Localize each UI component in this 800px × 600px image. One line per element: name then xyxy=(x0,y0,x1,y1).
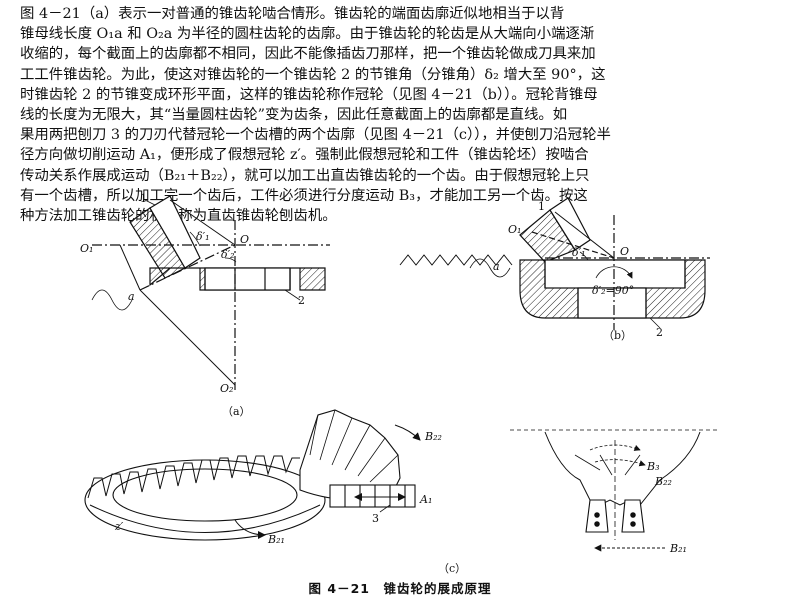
text-line: 图 4－21（a）表示一对普通的锥齿轮啮合情形。锥齿轮的端面齿廓近似地相当于以背 xyxy=(20,6,565,22)
label-2: 2 xyxy=(298,294,305,307)
label-B22: B₂₂ xyxy=(424,430,442,443)
text-line: 收缩的，每个截面上的齿廓都不相同，因此不能像插齿刀那样，把一个锥齿轮做成刀具来加 xyxy=(20,46,596,63)
text-line: 锥母线长度 O₁a 和 O₂a 为半径的圆柱齿轮的齿廓。由于锥齿轮的轮齿是从大端… xyxy=(20,26,595,43)
label-O: O xyxy=(240,233,249,246)
label-B21: B₂₁ xyxy=(267,533,285,546)
label-1: 1 xyxy=(140,192,147,205)
label-1: 1 xyxy=(538,200,545,213)
body-paragraph: 图 4－21（a）表示一对普通的锥齿轮啮合情形。锥齿轮的端面齿廓近似地相当于以背… xyxy=(20,4,790,226)
label-B21: B₂₁ xyxy=(669,542,687,555)
cutter-tool xyxy=(329,484,416,508)
figure-d xyxy=(510,429,720,552)
text-line: 有一个齿槽，所以加工完一个齿后，工件必须进行分度运动 B₃，才能加工另一个齿。按… xyxy=(20,187,588,204)
label-delta-1: δ′₁ xyxy=(196,230,210,243)
label-z-prime: z′ xyxy=(114,520,124,533)
label-O2: O₂ xyxy=(220,382,233,395)
label-O1: O₁ xyxy=(508,223,521,236)
text-line: 时锥齿轮 2 的节锥变成环形平面，这样的锥齿轮称作冠轮（见图 4－21（b））。… xyxy=(20,86,598,103)
figure-c xyxy=(84,409,421,541)
label-delta-2: δ′₂=90° xyxy=(592,284,634,297)
label-A1: A₁ xyxy=(419,493,432,506)
subfigure-label-b: （b） xyxy=(603,329,633,342)
subfigure-label-c: （c） xyxy=(438,562,467,575)
label-a: a xyxy=(493,260,500,273)
label-2: 2 xyxy=(656,326,663,339)
label-delta-2: δ′₂ xyxy=(221,248,235,261)
label-O1: O₁ xyxy=(80,242,93,255)
subfigure-label-a: （a） xyxy=(222,405,251,418)
text-line: 径方向做切削运动 A₁，便形成了假想冠轮 z′。强制此假想冠轮和工件（锥齿轮坯）… xyxy=(20,147,589,164)
figure-b xyxy=(399,197,710,330)
rack-teeth xyxy=(399,254,513,266)
label-B3: B₃ xyxy=(646,460,660,473)
label-O: O xyxy=(620,245,629,258)
label-delta-1: δ′₁ xyxy=(572,246,586,259)
text-line: 果用两把刨刀 3 的刀刃代替冠轮一个齿槽的两个齿廓（见图 4－21（c）），并使… xyxy=(20,127,611,144)
label-3: 3 xyxy=(372,512,379,525)
gear-teeth-detail xyxy=(544,431,701,506)
text-line: 线的长度为无限大，其“当量圆柱齿轮”变为齿条，因此任意截面上的齿廓都是直线。如 xyxy=(20,107,568,124)
crown-gear-teeth xyxy=(87,455,300,499)
label-B22: B₂₂ xyxy=(654,475,672,488)
figure-caption: 图 4－21 锥齿轮的展成原理 xyxy=(308,581,492,596)
figure-a xyxy=(91,195,330,390)
text-line: 工工件锥齿轮。为此，使这对锥齿轮的一个锥齿轮 2 的节锥角（分锥角）δ₂ 增大至… xyxy=(20,66,606,83)
label-a: a xyxy=(128,290,135,303)
text-line: 传动关系作展成运动（B₂₁＋B₂₂），就可以加工出直齿锥齿轮的一个齿。由于假想冠… xyxy=(20,167,590,184)
